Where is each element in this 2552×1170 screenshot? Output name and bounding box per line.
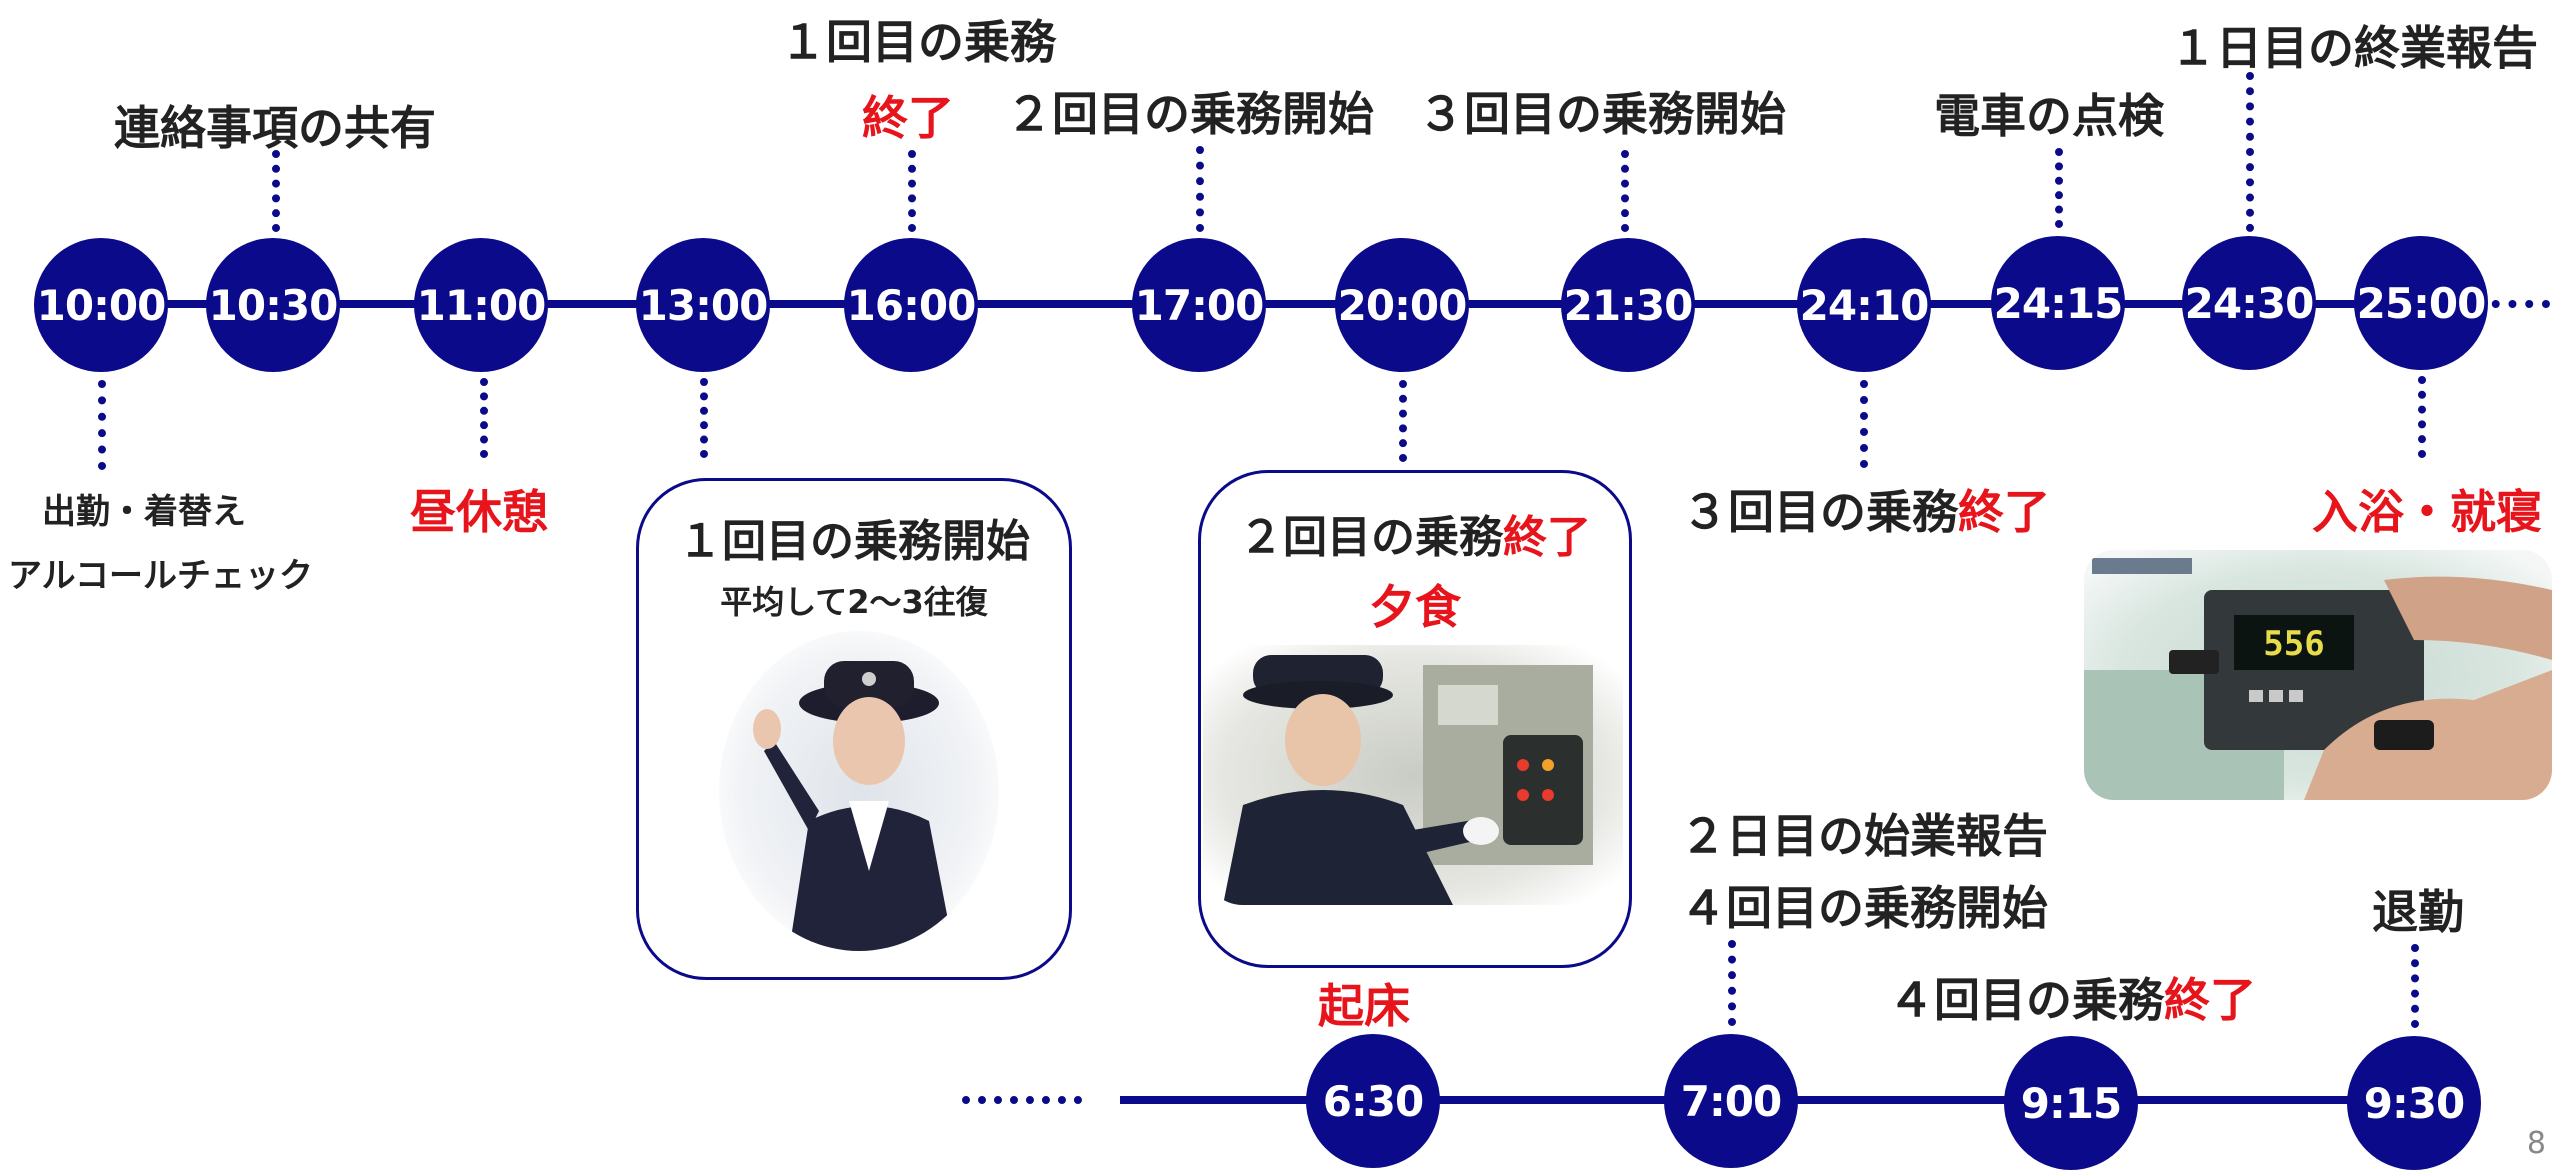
time-node-915: 9:15 xyxy=(2004,1036,2138,1170)
time-node-2430: 24:30 xyxy=(2182,236,2316,370)
time-node-2000: 20:00 xyxy=(1335,238,1469,372)
time-node-1100: 11:00 xyxy=(414,238,548,372)
label-train-inspection: 電車の点検 xyxy=(1934,89,2164,143)
label-third-duty-start: ３回目の乗務開始 xyxy=(1418,87,1786,141)
photo-driver-cab xyxy=(1203,645,1623,905)
connector-1100 xyxy=(480,378,488,458)
label-third-duty-end: 終了 xyxy=(1958,485,2050,539)
connector-1600 xyxy=(908,150,916,232)
time-node-930: 9:30 xyxy=(2347,1036,2481,1170)
card-first-duty-sub: 平均して2～3往復 xyxy=(720,583,988,621)
time-node-1700: 17:00 xyxy=(1132,238,1266,372)
connector-1700 xyxy=(1196,146,1204,232)
connector-1000 xyxy=(98,380,106,470)
time-node-1600: 16:00 xyxy=(844,238,978,372)
connector-700 xyxy=(1728,940,1736,1026)
photo-conductor-pointing xyxy=(719,631,999,951)
label-leave-work: 退勤 xyxy=(2372,885,2464,939)
label-fourth-duty: ４回目の乗務 xyxy=(1888,973,2164,1027)
connector-2410 xyxy=(1860,380,1868,468)
time-node-2415: 24:15 xyxy=(1991,236,2125,370)
label-day2-start-report: ２日目の始業報告 xyxy=(1680,809,2048,863)
time-node-2130: 21:30 xyxy=(1561,238,1695,372)
time-node-1000: 10:00 xyxy=(34,238,168,372)
label-arrive-change: 出勤・着替え xyxy=(42,492,246,532)
connector-1300 xyxy=(700,378,708,458)
label-first-duty: １回目の乗務 xyxy=(780,15,1056,69)
label-third-duty: ３回目の乗務 xyxy=(1682,485,1958,539)
time-node-630: 6:30 xyxy=(1306,1034,1440,1168)
label-second-duty-start: ２回目の乗務開始 xyxy=(1006,87,1374,141)
label-first-duty-end: 終了 xyxy=(862,91,954,145)
connector-2000 xyxy=(1399,380,1407,462)
connector-2500 xyxy=(2418,376,2426,458)
time-node-700: 7:00 xyxy=(1664,1034,1798,1168)
card-second-duty-label: ２回目の乗務 xyxy=(1239,512,1503,563)
label-alcohol-check: アルコールチェック xyxy=(8,556,313,596)
device-readout: 556 xyxy=(2263,624,2324,664)
card-first-duty-title: １回目の乗務開始 xyxy=(678,516,1030,567)
connector-2430 xyxy=(2246,72,2254,232)
card-first-duty-start: １回目の乗務開始 平均して2～3往復 xyxy=(636,478,1072,980)
day1-continuation-dots xyxy=(2475,300,2550,308)
time-node-1030: 10:30 xyxy=(206,238,340,372)
label-wake-up: 起床 xyxy=(1318,979,1410,1033)
label-bath-sleep: 入浴・就寝 xyxy=(2312,485,2542,539)
time-node-2410: 24:10 xyxy=(1797,238,1931,372)
label-lunch-break: 昼休憩 xyxy=(410,485,548,539)
day2-lead-dots xyxy=(962,1096,1082,1104)
connector-2130 xyxy=(1621,150,1629,232)
card-second-duty-end: ２回目の乗務終了 夕食 xyxy=(1198,470,1632,968)
connector-1030 xyxy=(272,150,280,232)
photo-inspection-device: 556 xyxy=(2084,550,2552,800)
connector-2415 xyxy=(2055,148,2063,228)
label-fourth-duty-start: ４回目の乗務開始 xyxy=(1680,881,2048,935)
card-second-duty-title: ２回目の乗務終了 xyxy=(1201,501,1629,565)
card-dinner: 夕食 xyxy=(1369,580,1461,634)
card-second-duty-end-word: 終了 xyxy=(1503,512,1591,563)
connector-930 xyxy=(2411,944,2419,1028)
time-node-1300: 13:00 xyxy=(636,238,770,372)
label-fourth-duty-end: 終了 xyxy=(2164,973,2256,1027)
label-shared-notices: 連絡事項の共有 xyxy=(114,101,436,155)
page-number: 8 xyxy=(2526,1126,2546,1161)
label-day1-end-report: １日目の終業報告 xyxy=(2170,21,2538,75)
time-node-2500: 25:00 xyxy=(2354,236,2488,370)
